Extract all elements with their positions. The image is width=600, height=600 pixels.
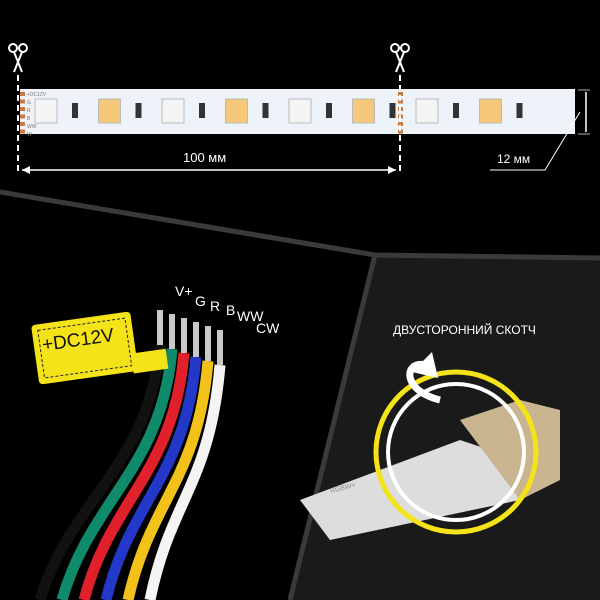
curved-arrow-icon (406, 361, 441, 404)
highlight-ring (373, 369, 539, 535)
tape-label: ДВУСТОРОННИЙ СКОТЧ (393, 323, 536, 337)
rgb-led (34, 98, 58, 124)
solder-pad (398, 92, 403, 96)
solder-pad (20, 92, 25, 96)
panel-divider (0, 189, 600, 261)
led-chips (20, 92, 523, 134)
rgb-led (161, 98, 185, 124)
scissors-icon (8, 43, 28, 73)
wire-label-b: B (226, 302, 236, 318)
wire-tip (205, 326, 211, 361)
wire (100, 356, 202, 600)
resistor (199, 103, 205, 118)
wire (122, 360, 214, 600)
solder-pad (20, 114, 25, 119)
pad-label: W (27, 132, 32, 138)
warm-led (98, 98, 121, 124)
wire-tip (169, 314, 175, 349)
solder-pad (20, 99, 25, 104)
resistor (135, 103, 142, 118)
wire-tip (181, 318, 187, 353)
pad-label: B (27, 116, 31, 122)
wire-label-cw: CW (256, 320, 280, 336)
resistor (389, 103, 396, 118)
pad-label: G (27, 100, 31, 106)
wire-tip (157, 310, 163, 345)
rgb-led (415, 98, 439, 124)
length-label: 100 мм (183, 150, 227, 165)
pad-label: WW (27, 124, 37, 130)
wire-tip (217, 330, 223, 365)
highlight-ring (386, 382, 526, 522)
solder-pad (20, 107, 25, 111)
resistor (326, 103, 332, 118)
wire-bundle (34, 310, 226, 600)
pad-label: +DC12V (27, 92, 47, 98)
solder-pad (398, 129, 403, 134)
resistor (516, 103, 523, 118)
scissors-icon (390, 43, 410, 73)
rgb-led (288, 98, 312, 124)
resistor (72, 103, 78, 118)
warm-led (479, 98, 502, 124)
wire-label-vplus: V+ (175, 283, 193, 299)
solder-pad (398, 122, 403, 126)
resistor (453, 103, 459, 118)
wire-label-g: G (195, 293, 206, 309)
voltage-tag (31, 311, 169, 385)
wire (78, 352, 190, 600)
wire-tip (193, 322, 199, 357)
solder-pad (20, 129, 25, 134)
pad-label: R (27, 108, 31, 114)
wire (144, 364, 226, 600)
wire-label-ww: WW (237, 308, 264, 324)
solder-pad (398, 99, 403, 104)
tape-strip (300, 440, 520, 540)
width-label: 12 мм (497, 152, 531, 166)
solder-pad (20, 122, 25, 126)
wire (56, 348, 178, 600)
warm-led (352, 98, 375, 124)
resistor (262, 103, 269, 118)
wire-label-r: R (210, 298, 221, 314)
wire (34, 344, 166, 600)
warm-led (225, 98, 248, 124)
panel-divider (287, 254, 378, 600)
pad-labels: +DC12V G R B WW W (27, 91, 46, 139)
